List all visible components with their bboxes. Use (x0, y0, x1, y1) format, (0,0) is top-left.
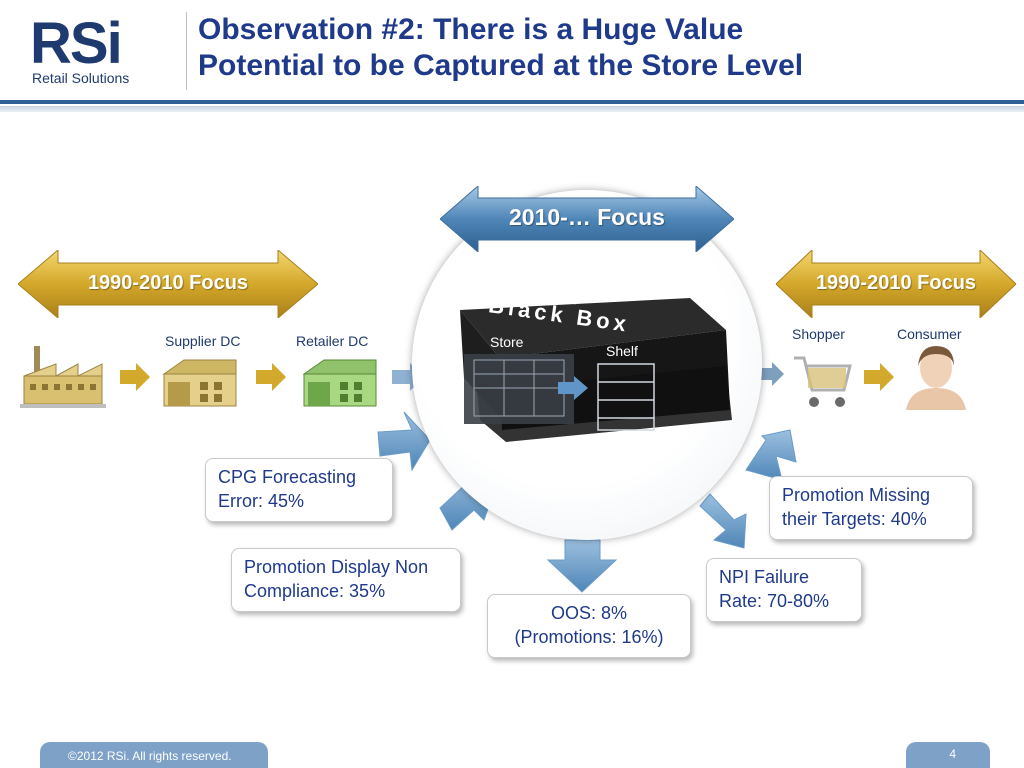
top-focus-arrow (440, 186, 734, 252)
blackbox-store: Store (490, 334, 524, 350)
consumer-label: Consumer (897, 326, 962, 342)
title-line-2: Potential to be Captured at the Store Le… (198, 49, 804, 82)
supplier-dc-icon (162, 359, 237, 407)
logo-subtitle: Retail Solutions (32, 70, 130, 86)
left-focus-arrow (18, 250, 318, 318)
consumer-face-icon (906, 346, 966, 410)
shopper-label: Shopper (792, 326, 845, 342)
flow-arrow-1 (120, 363, 150, 391)
slide-title: Observation #2: There is a Huge Value Po… (198, 12, 998, 84)
left-focus-label: 1990-2010 Focus (87, 272, 249, 294)
rsi-logo: RSi Retail Solutions (30, 10, 180, 90)
stat-npi-failure: NPI Failure Rate: 70-80% (706, 558, 862, 622)
stat-oos-line2: (Promotions: 16%) (514, 627, 664, 647)
stat-display-line2: Compliance: 35% (244, 581, 386, 601)
slide-header: RSi Retail Solutions Observation #2: The… (0, 0, 1024, 100)
title-line-1: Observation #2: There is a Huge Value (198, 13, 744, 46)
stat-oos: OOS: 8% (Promotions: 16%) (487, 594, 691, 658)
stat-missing-line1: Promotion Missing (782, 485, 931, 505)
header-rule (0, 100, 1024, 104)
right-focus-arrow (776, 250, 1016, 318)
stat-oos-line1: OOS: 8% (550, 603, 628, 623)
stat-missing-line2: their Targets: 40% (782, 509, 927, 529)
footer-page: 4 (906, 742, 990, 768)
stat-cpg-line1: CPG Forecasting (218, 467, 357, 487)
right-focus-label: 1990-2010 Focus (815, 272, 977, 294)
black-box-illustration (460, 298, 732, 442)
stat-promotion-display: Promotion Display Non Compliance: 35% (231, 548, 461, 612)
inward-arrow-promo (745, 429, 797, 481)
stat-npi-line1: NPI Failure (719, 567, 810, 587)
retailer-dc-label: Retailer DC (296, 333, 369, 349)
inward-arrow-cpg (377, 411, 431, 472)
flow-arrow-4 (864, 363, 894, 391)
blackbox-shelf: Shelf (606, 343, 638, 359)
stat-cpg-line2: Error: 45% (218, 491, 305, 511)
footer-copyright: ©2012 RSi. All rights reserved. (40, 742, 268, 768)
top-focus-label: 2010-… Focus (509, 204, 665, 230)
stat-promotion-missing: Promotion Missing their Targets: 40% (769, 476, 973, 540)
page-number: 4 (949, 747, 956, 761)
inward-arrow-oos (546, 539, 618, 593)
factory-icon (20, 346, 106, 408)
copyright-text: ©2012 RSi. All rights reserved. (68, 749, 232, 763)
supplier-dc-label: Supplier DC (165, 333, 241, 349)
header-rule-shadow (0, 106, 1024, 112)
retailer-dc-icon (302, 359, 377, 407)
inward-arrow-npi (699, 493, 747, 549)
header-divider (186, 12, 187, 90)
flow-arrow-2 (256, 363, 286, 391)
stat-npi-line2: Rate: 70-80% (719, 591, 830, 611)
stat-display-line1: Promotion Display Non (244, 557, 429, 577)
shopping-cart-icon (794, 356, 852, 407)
logo-wordmark: RSi (30, 11, 123, 76)
stat-cpg-forecasting: CPG Forecasting Error: 45% (205, 458, 393, 522)
